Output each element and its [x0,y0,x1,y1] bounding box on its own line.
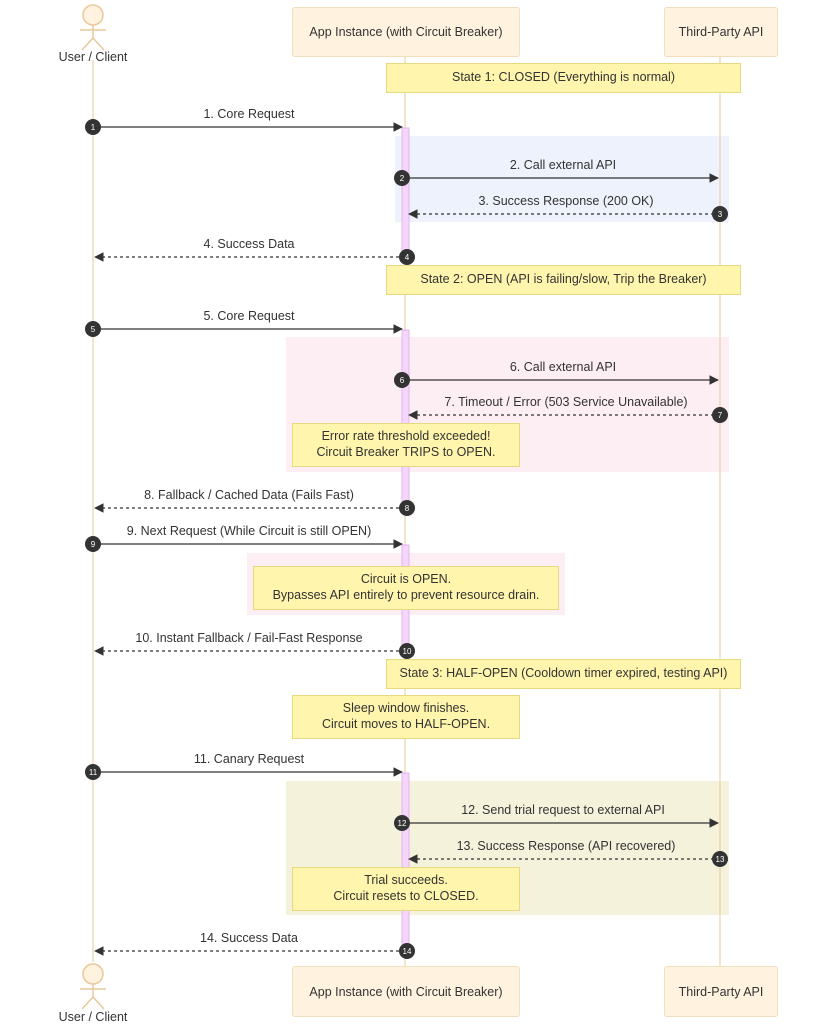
message-label-10: 10. Instant Fallback / Fail-Fast Respons… [135,631,363,645]
activation-bar [401,772,410,954]
sequence-badge-12 [394,815,410,831]
user-actor-bottom-label: User / Client [58,1010,128,1024]
app-participant-top: App Instance (with Circuit Breaker) [292,7,520,57]
sequence-badge-number: 6 [400,376,405,385]
sequence-badge-14 [399,943,415,959]
message-label-11: 11. Canary Request [193,752,305,766]
message-label-7: 7. Timeout / Error (503 Service Unavaila… [444,395,688,409]
state-open-note: State 2: OPEN (API is failing/slow, Trip… [386,265,741,295]
sequence-badge-9 [85,536,101,552]
activation-bar [401,329,410,510]
message-label-14: 14. Success Data [200,931,298,945]
state-closed-note: State 1: CLOSED (Everything is normal) [386,63,741,93]
sequence-badge-10 [399,643,415,659]
message-label-12: 12. Send trial request to external API [461,803,665,817]
user-actor-top-icon [80,4,106,51]
closed-call-region [395,136,729,222]
sequence-badge-4 [399,249,415,265]
reset-note: Trial succeeds. Circuit resets to CLOSED… [292,867,520,911]
user-actor-bottom-icon [80,963,106,1010]
api-participant-bottom: Third-Party API [664,966,778,1017]
sequence-badge-13 [712,851,728,867]
sequence-badge-11 [85,764,101,780]
sequence-badge-6 [394,372,410,388]
sequence-badge-number: 8 [405,504,410,513]
sequence-badge-number: 11 [89,768,98,777]
sequence-badge-number: 14 [403,947,412,956]
sequence-badge-number: 10 [403,647,412,656]
sleep-note: Sleep window finishes. Circuit moves to … [292,695,520,739]
sequence-badge-3 [712,206,728,222]
sequence-badge-number: 12 [398,819,407,828]
message-label-1: 1. Core Request [203,107,295,121]
sequence-badge-8 [399,500,415,516]
bypass-note: Circuit is OPEN. Bypasses API entirely t… [253,566,559,610]
sequence-badge-number: 3 [718,210,723,219]
sequence-badge-number: 1 [91,123,96,132]
sequence-badge-number: 4 [405,253,410,262]
message-label-4: 4. Success Data [203,237,295,251]
sequence-badge-7 [712,407,728,423]
message-label-13: 13. Success Response (API recovered) [456,839,676,853]
sequence-badge-number: 9 [91,540,96,549]
sequence-badge-5 [85,321,101,337]
message-label-5: 5. Core Request [203,309,295,323]
message-label-3: 3. Success Response (200 OK) [478,194,654,208]
sequence-badge-number: 13 [716,855,725,864]
sequence-badge-number: 2 [400,174,405,183]
sequence-badge-1 [85,119,101,135]
state-half-open-note: State 3: HALF-OPEN (Cooldown timer expir… [386,659,741,689]
user-actor-top-label: User / Client [58,50,128,64]
app-participant-bottom: App Instance (with Circuit Breaker) [292,966,520,1017]
trip-note: Error rate threshold exceeded! Circuit B… [292,423,520,467]
api-participant-top: Third-Party API [664,7,778,57]
message-label-8: 8. Fallback / Cached Data (Fails Fast) [144,488,354,502]
sequence-badge-2 [394,170,410,186]
sequence-badge-number: 5 [91,325,96,334]
activation-bar [401,127,410,259]
sequence-badge-number: 7 [718,411,723,420]
message-label-9: 9. Next Request (While Circuit is still … [126,524,372,538]
message-label-2: 2. Call external API [509,158,617,172]
message-label-6: 6. Call external API [509,360,617,374]
